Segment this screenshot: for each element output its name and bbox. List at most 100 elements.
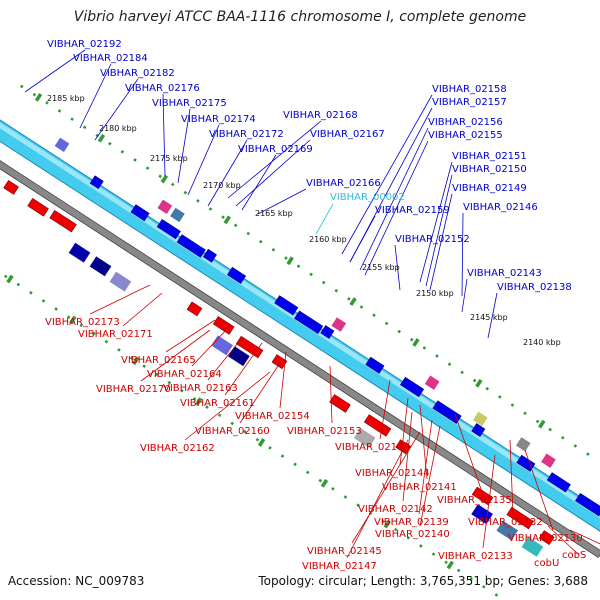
forward-gene-label: VIBHAR_02143 [467, 268, 542, 279]
feature-block [496, 520, 519, 541]
leader-line [207, 139, 248, 207]
tick-dot [54, 307, 58, 311]
reverse-gene-label: VIBHAR_02171 [78, 329, 153, 340]
reverse-gene-label: VIBHAR_02130 [508, 533, 583, 544]
leader-line [346, 439, 409, 559]
reverse-gene-label: VIBHAR_02162 [140, 443, 215, 454]
leader-line [79, 63, 112, 129]
leader-line [191, 327, 229, 367]
reverse-gene [3, 180, 19, 195]
forward-gene [320, 325, 335, 339]
tick-dot [419, 544, 423, 548]
leader-line [569, 529, 600, 545]
forward-gene-label: VIBHAR_02155 [428, 130, 503, 141]
forward-gene [575, 492, 600, 517]
tick-dot [268, 446, 272, 450]
tick-dot [271, 248, 276, 252]
tick-dot [158, 174, 162, 179]
kbp-tick-label: 2165 kbp [255, 209, 293, 218]
leader-line [24, 49, 86, 93]
tick-dot [246, 231, 251, 236]
tick-dot [242, 429, 247, 434]
tick-dot [82, 125, 87, 130]
leader-line [207, 337, 243, 381]
reverse-gene-label: VIBHAR_02153 [287, 426, 362, 437]
tick-dot [460, 370, 464, 375]
tick-dot [431, 552, 436, 556]
tick-dot [129, 356, 134, 360]
tick-dot [472, 378, 477, 383]
leader-line [379, 379, 391, 440]
feature-block [353, 427, 376, 448]
forward-gene-label: VIBHAR_02172 [209, 129, 284, 140]
leader-line [349, 107, 433, 263]
reverse-gene-label: cobS [562, 550, 586, 561]
tick-dot [192, 397, 197, 401]
tick-dot [435, 354, 439, 358]
leader-line [140, 329, 211, 382]
feature-block [228, 346, 250, 367]
tick-dot [331, 486, 335, 491]
tick-dot [381, 519, 385, 524]
kbp-tick-label: 2180 kbp [99, 124, 137, 133]
reverse-gene-label: VIBHAR_02163 [163, 383, 238, 394]
tick-dot [296, 264, 301, 268]
forward-gene-label: VIBHAR_02157 [432, 97, 507, 108]
tick-dot [422, 346, 427, 350]
tick-dot [447, 362, 452, 367]
tick-major [223, 215, 231, 225]
tick-major [349, 297, 357, 306]
leader-line [89, 284, 151, 315]
reverse-gene-label: VIBHAR_02161 [180, 398, 255, 409]
tick-dot [469, 576, 474, 581]
tick-dot [221, 215, 225, 219]
leader-line [524, 449, 554, 531]
tick-major [34, 93, 43, 102]
kbp-tick-label: 2185 kbp [47, 94, 85, 103]
tick-major [286, 256, 294, 266]
tick-dot [384, 321, 389, 326]
tick-dot [560, 435, 565, 440]
leader-line [461, 212, 464, 297]
leader-line [487, 292, 498, 339]
leader-line [359, 127, 429, 271]
reverse-gene-label: VIBHAR_02164 [147, 369, 222, 380]
tick-dot [334, 288, 339, 293]
feature-block [89, 256, 112, 277]
forward-gene [432, 400, 462, 424]
tick-dot [498, 395, 502, 399]
forward-gene [400, 376, 425, 398]
tick-dot [29, 290, 33, 295]
leader-line [187, 124, 220, 196]
tick-dot [154, 372, 159, 377]
topology-stats: Topology: circular; Length: 3,765,351 bp… [258, 574, 588, 588]
tick-dot [444, 560, 448, 565]
forward-gene-label: VIBHAR_02184 [73, 53, 148, 64]
leader-line [257, 188, 307, 215]
reverse-gene-label: VIBHAR_02139 [374, 517, 449, 528]
tick-dot [485, 386, 490, 391]
feature-block [331, 317, 347, 332]
leader-line [419, 425, 441, 527]
tick-dot [305, 470, 310, 475]
forward-gene [546, 472, 571, 493]
tick-dot [57, 109, 62, 113]
kbp-tick-label: 2145 kbp [470, 313, 508, 322]
leader-line [394, 244, 401, 291]
feature-block [170, 207, 185, 223]
tick-dot [170, 182, 175, 187]
forward-gene-label: VIBHAR_02159 [375, 205, 450, 216]
reverse-gene-label: VIBHAR_02141 [382, 482, 457, 493]
feature-block [211, 335, 233, 356]
tick-dot [145, 166, 150, 170]
tick-dot [548, 427, 552, 432]
tick-dot [196, 199, 200, 203]
tick-dot [406, 535, 411, 540]
leader-line [399, 397, 409, 466]
tick-major [6, 274, 14, 284]
forward-gene-label: VIBHAR_02146 [463, 202, 538, 213]
forward-gene [89, 175, 104, 190]
kbp-tick-label: 2170 kbp [203, 181, 241, 190]
feature-block [521, 536, 544, 557]
